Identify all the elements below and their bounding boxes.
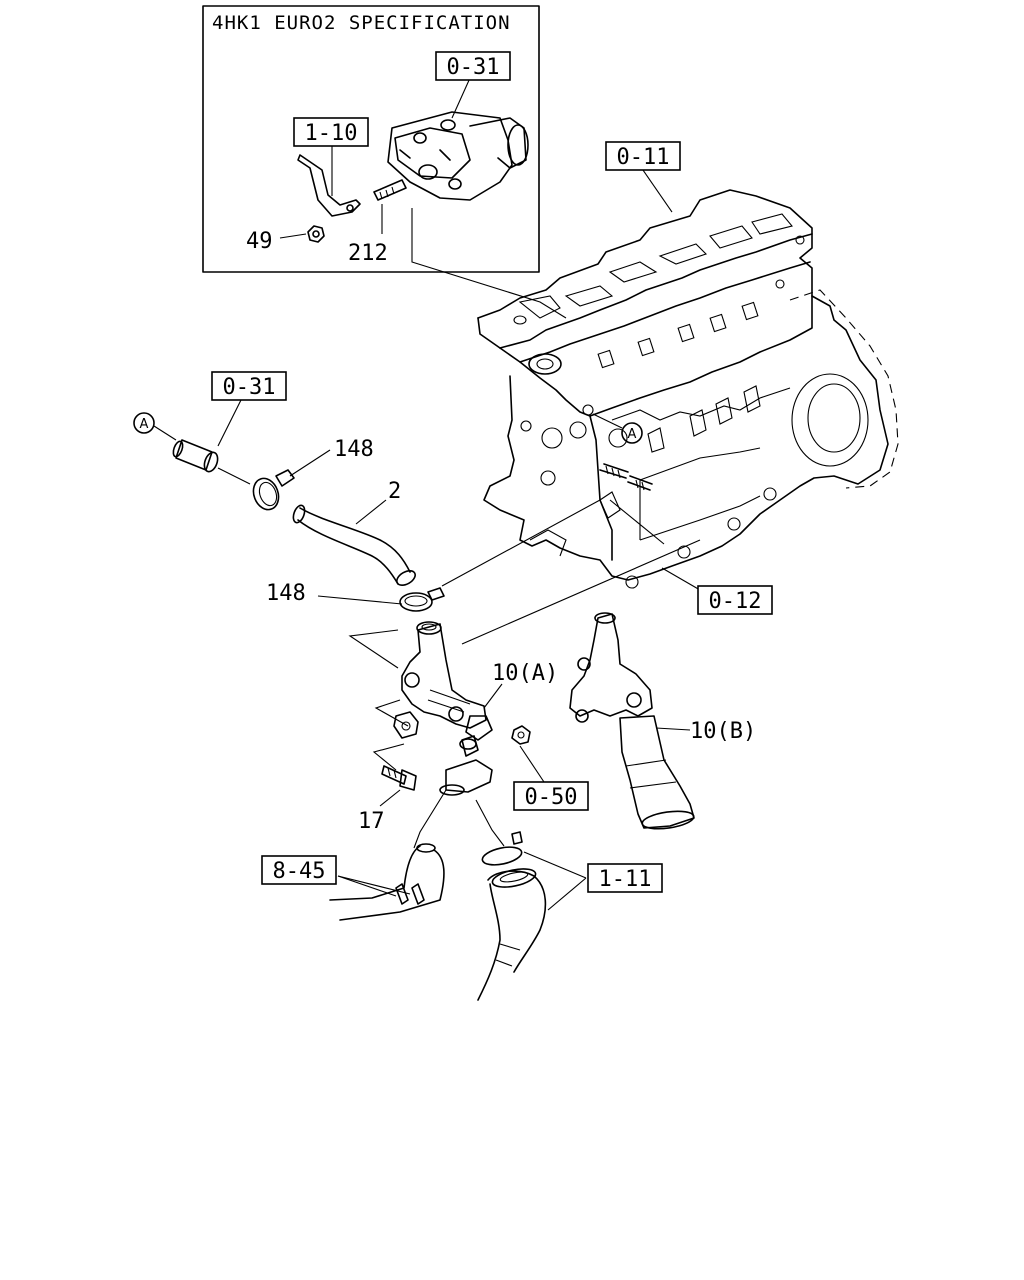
pipe-0-31 [172, 439, 219, 473]
nut-49 [307, 225, 325, 243]
svg-text:0-11: 0-11 [617, 145, 670, 170]
marker-a-hose: A [133, 412, 155, 434]
ref-box-0-50: 0-50 [513, 781, 589, 811]
clamp-outlet-lower [439, 784, 465, 796]
svg-text:0-12: 0-12 [709, 589, 762, 614]
hose-2 [292, 504, 416, 587]
svg-text:A: A [628, 427, 637, 442]
svg-text:8-45: 8-45 [273, 859, 326, 884]
ref-box-0-11: 0-11 [605, 141, 681, 171]
clamp-148-mid [399, 587, 445, 612]
engine-block [477, 189, 899, 589]
ref-box-0-12: 0-12 [697, 585, 773, 615]
thermostat-housing-inset [387, 111, 529, 201]
svg-text:1-11: 1-11 [599, 867, 652, 892]
water-outlet-10b [569, 612, 695, 830]
hose-8-45 [329, 843, 445, 921]
ref-box-0-31: 0-31 [211, 371, 287, 401]
part-label-10b: 10(B) [690, 719, 756, 744]
ref-box-0-31-inset: 0-31 [435, 51, 511, 81]
part-label-49: 49 [246, 229, 273, 254]
bolt-17 [381, 765, 417, 791]
ref-box-1-11: 1-11 [587, 863, 663, 893]
nut-0-50 [511, 725, 531, 745]
clamp-148-top [252, 469, 295, 511]
svg-text:0-50: 0-50 [525, 785, 578, 810]
stud-212 [373, 179, 407, 201]
svg-text:0-31: 0-31 [447, 55, 500, 80]
part-label-10a: 10(A) [492, 661, 558, 686]
marker-a-engine: A [621, 422, 643, 444]
part-label-17: 17 [358, 809, 385, 834]
part-label-148-mid: 148 [266, 581, 306, 606]
inset-title: 4HK1 EURO2 SPECIFICATION [212, 12, 511, 34]
part-label-2: 2 [388, 479, 401, 504]
inset-panel: 4HK1 EURO2 SPECIFICATION [202, 5, 540, 273]
part-label-212: 212 [348, 241, 388, 266]
water-outlet-10a [393, 621, 493, 793]
svg-text:0-31: 0-31 [223, 375, 276, 400]
bracket-inset [297, 154, 361, 217]
svg-text:A: A [140, 417, 149, 432]
ref-box-8-45: 8-45 [261, 855, 337, 885]
hose-1-11 [477, 831, 547, 1001]
ref-box-1-10: 1-10 [293, 117, 369, 147]
part-label-148-top: 148 [334, 437, 374, 462]
svg-text:1-10: 1-10 [305, 121, 358, 146]
